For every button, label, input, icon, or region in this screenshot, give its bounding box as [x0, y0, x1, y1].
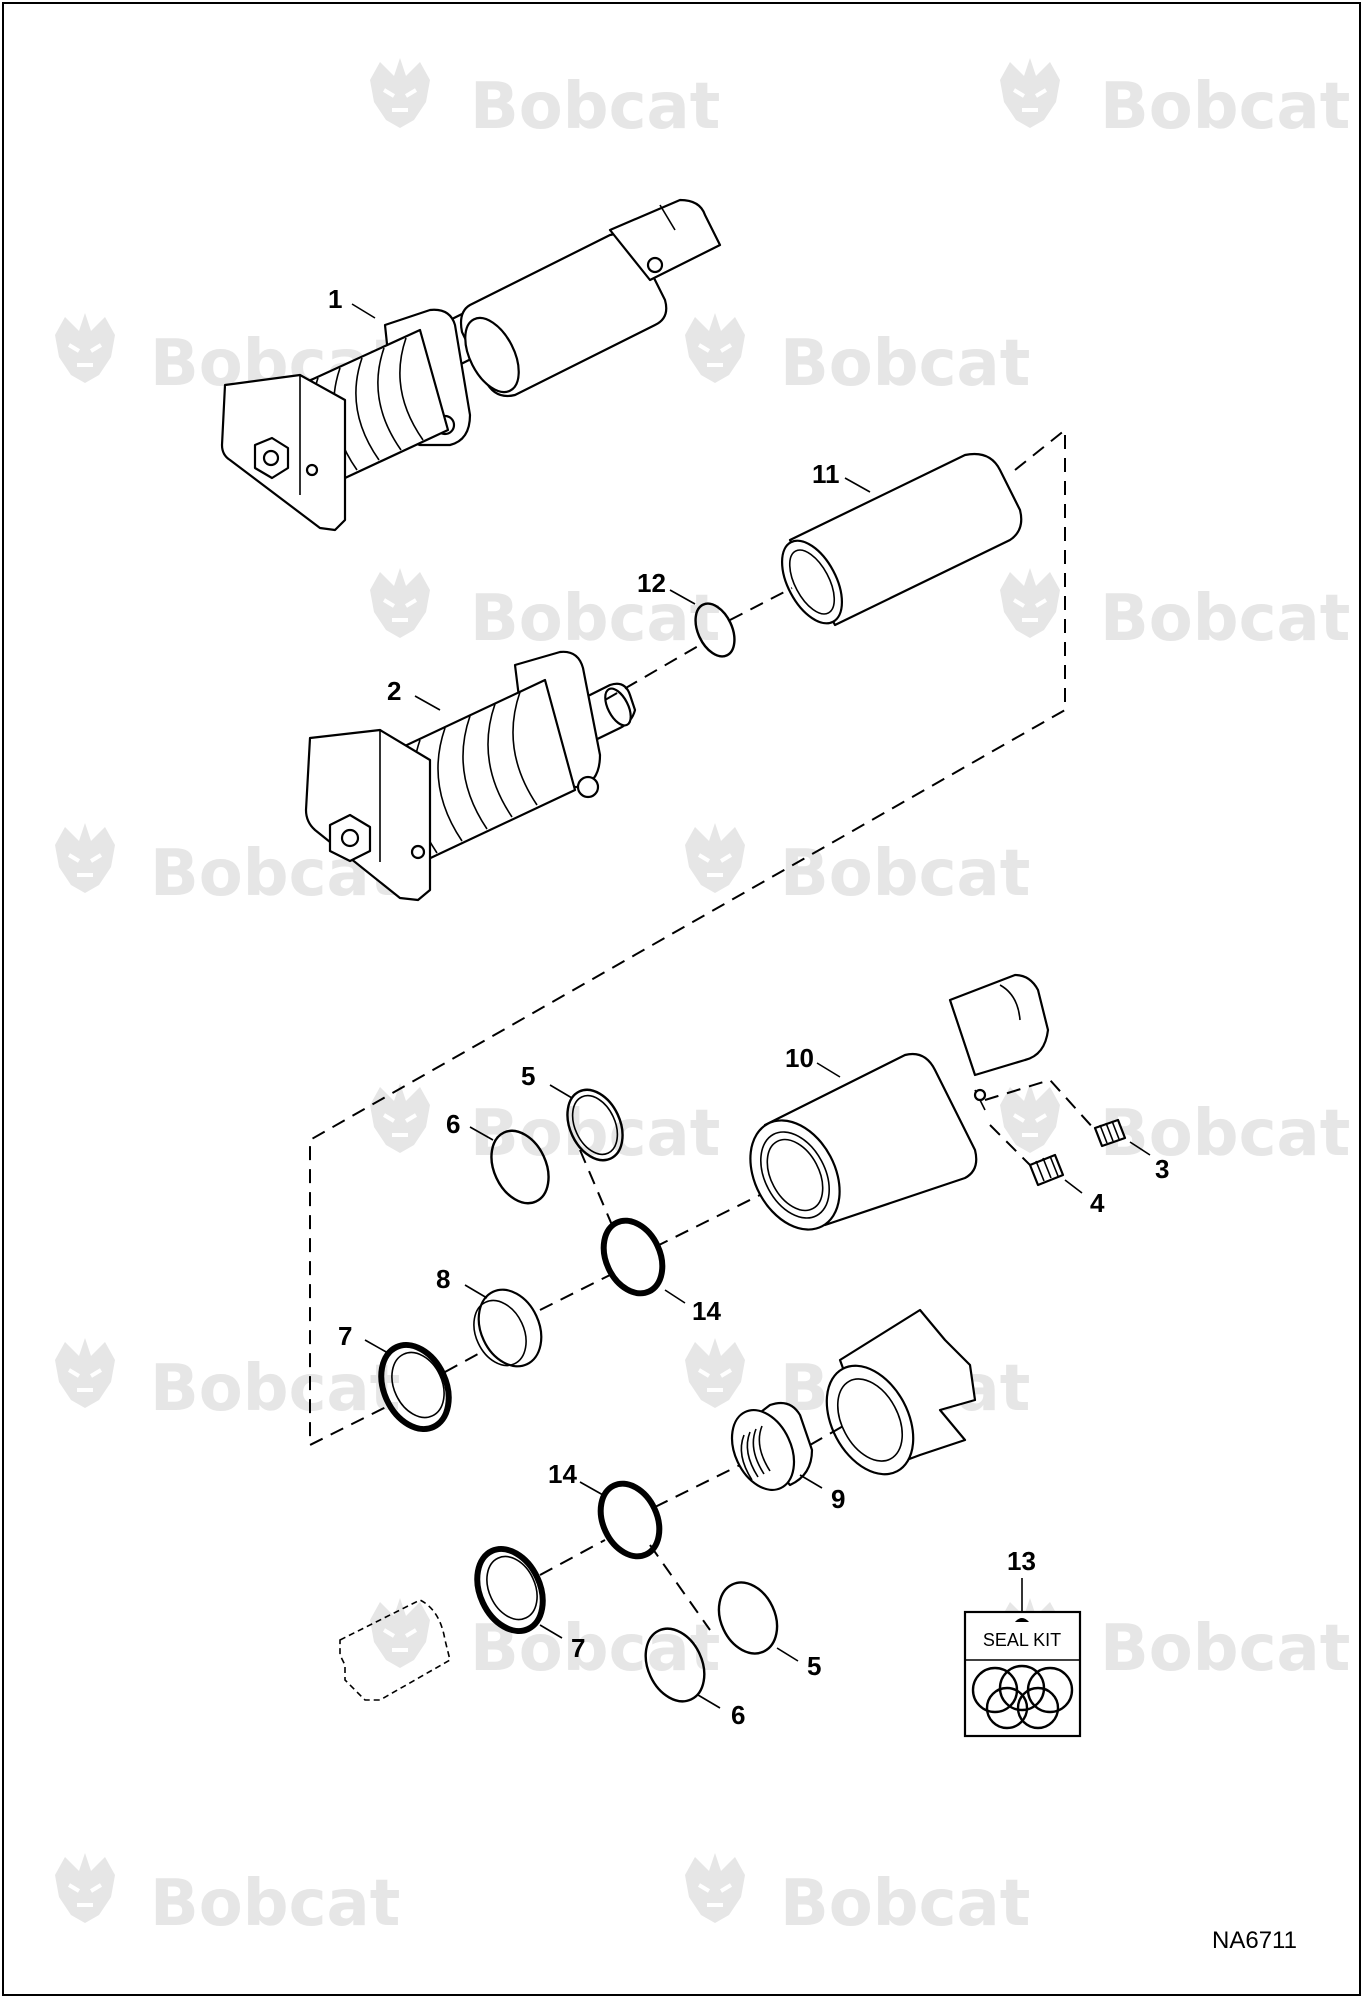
callout-1: 1 — [328, 284, 342, 314]
watermark-text: Bobcat — [780, 327, 1030, 401]
callout-14-lower: 14 — [548, 1459, 577, 1489]
part-7-seal-lower[interactable] — [465, 1538, 556, 1641]
seal-kit-rings — [971, 1664, 1074, 1730]
bobcat-logo-icon — [683, 1336, 747, 1410]
assembly-dashed-lines — [309, 427, 1096, 1631]
bobcat-logo-icon — [53, 311, 117, 385]
part-7-seal-upper[interactable] — [368, 1334, 461, 1440]
callout-7-lower: 7 — [571, 1633, 585, 1663]
bobcat-logo-icon — [683, 311, 747, 385]
part-5-ring-upper[interactable] — [557, 1081, 634, 1169]
callout-4: 4 — [1090, 1188, 1105, 1218]
part-4-fitting[interactable] — [1028, 1153, 1065, 1187]
watermark-5: Bobcat — [368, 566, 720, 656]
bobcat-logo-icon — [683, 821, 747, 895]
seal-kit-icon — [1015, 1618, 1029, 1622]
part-5-ring-lower[interactable] — [708, 1573, 788, 1663]
callout-9: 9 — [831, 1484, 845, 1514]
callout-13: 13 — [1007, 1546, 1036, 1576]
callouts: 1 2 3 4 5 5 6 6 7 7 8 9 10 11 12 13 14 1… — [328, 284, 1169, 1730]
watermark-16: Bobcat — [683, 1851, 1030, 1941]
part-8-bushing[interactable] — [464, 1279, 553, 1376]
watermark-13: Bobcat — [368, 1596, 720, 1686]
callout-3: 3 — [1155, 1154, 1169, 1184]
bobcat-logo-icon — [53, 1851, 117, 1925]
bobcat-logo-icon — [368, 56, 432, 130]
watermark-11: Bobcat — [53, 1336, 400, 1426]
watermark-4: Bobcat — [683, 311, 1030, 401]
watermark-2: Bobcat — [998, 56, 1350, 144]
callout-8: 8 — [436, 1264, 450, 1294]
callout-6-lower: 6 — [731, 1700, 745, 1730]
bobcat-logo-icon — [53, 1336, 117, 1410]
part-11-tube[interactable] — [770, 452, 1023, 633]
bobcat-logo-icon — [683, 1851, 747, 1925]
callout-10: 10 — [785, 1043, 814, 1073]
callout-5-lower: 5 — [807, 1651, 821, 1681]
watermark-text: Bobcat — [470, 582, 720, 656]
watermark-text: Bobcat — [470, 1612, 720, 1686]
bobcat-logo-icon — [53, 821, 117, 895]
watermark-15: Bobcat — [53, 1851, 400, 1941]
part-2-recoil-spring[interactable] — [304, 650, 637, 902]
watermark-text: Bobcat — [470, 70, 720, 144]
callout-11: 11 — [812, 459, 840, 489]
callout-5-upper: 5 — [521, 1061, 535, 1091]
drawing-id: NA6711 — [1212, 1927, 1297, 1954]
watermark-14: Bobcat — [998, 1596, 1350, 1686]
bobcat-logo-icon — [998, 56, 1062, 130]
callout-7-upper: 7 — [338, 1321, 352, 1351]
callout-12: 12 — [637, 568, 666, 598]
watermark-text: Bobcat — [1100, 582, 1350, 656]
part-9-piston[interactable] — [720, 1400, 814, 1500]
part-14-ring-upper[interactable] — [592, 1211, 673, 1303]
watermark-text: Bobcat — [1100, 1612, 1350, 1686]
callout-14-upper: 14 — [692, 1296, 721, 1326]
seal-kit-label: SEAL KIT — [983, 1630, 1061, 1650]
bobcat-logo-icon — [998, 566, 1062, 640]
callout-2: 2 — [387, 676, 401, 706]
watermark-text: Bobcat — [1100, 70, 1350, 144]
rod-cutaway — [339, 1599, 451, 1701]
bobcat-logo-icon — [368, 1081, 432, 1155]
leader-lines — [351, 303, 1151, 1709]
watermark-text: Bobcat — [780, 837, 1030, 911]
cylinder-cutaway — [825, 1308, 977, 1476]
part-12-ring[interactable] — [688, 597, 742, 662]
watermark-1: Bobcat — [368, 56, 720, 144]
part-1-recoil-assembly[interactable] — [220, 198, 722, 532]
watermark-text: Bobcat — [780, 1867, 1030, 1941]
part-3-fitting[interactable] — [1093, 1118, 1127, 1148]
part-13-seal-kit[interactable]: SEAL KIT — [963, 1610, 1082, 1738]
callout-6-upper: 6 — [446, 1109, 460, 1139]
watermark-6: Bobcat — [998, 566, 1350, 656]
watermark-text: Bobcat — [1100, 1097, 1350, 1171]
part-10-cylinder[interactable] — [732, 973, 1050, 1245]
watermark-text: Bobcat — [150, 1867, 400, 1941]
part-6-ring-upper[interactable] — [480, 1122, 559, 1213]
bobcat-logo-icon — [368, 566, 432, 640]
part-6-ring-lower[interactable] — [634, 1619, 715, 1711]
part-14-ring-lower[interactable] — [589, 1474, 670, 1566]
watermark-text: Bobcat — [150, 1352, 400, 1426]
watermark-10: Bobcat — [998, 1081, 1350, 1171]
bobcat-logo-icon — [368, 1596, 432, 1670]
